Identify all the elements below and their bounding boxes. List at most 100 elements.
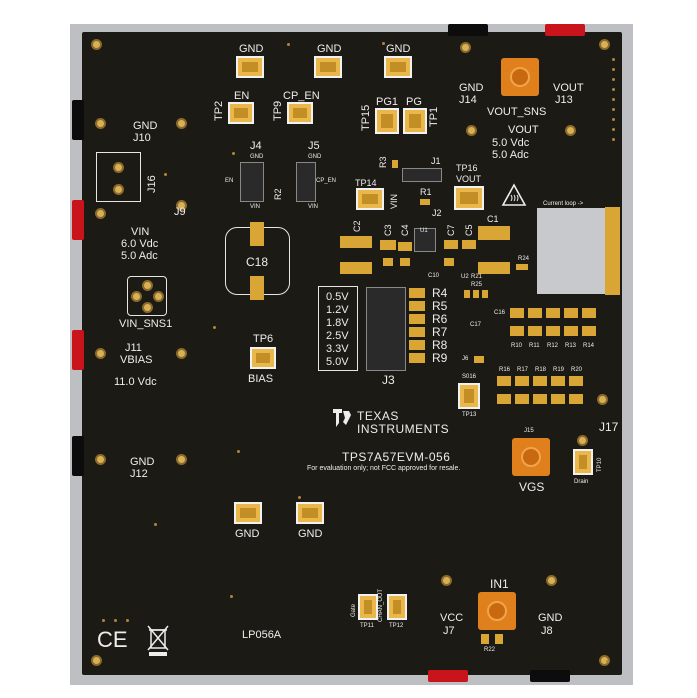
j12-net-label: GND — [130, 456, 155, 468]
j4-ref-label: J4 — [250, 140, 262, 152]
hole-left-3 — [95, 348, 106, 359]
r-array-1-e — [582, 308, 596, 318]
j5-header[interactable] — [296, 162, 316, 202]
gnd-label-1: GND — [239, 43, 264, 55]
hole-r-array — [597, 394, 608, 405]
u1-chip — [414, 228, 436, 252]
ti-logo-text-2: Instruments — [357, 422, 450, 436]
j6-pad — [474, 356, 484, 363]
c16-label: C16 — [494, 310, 506, 316]
tp15-testpoint[interactable] — [375, 108, 399, 134]
s016-label: S016 — [462, 374, 477, 380]
tp1-ref-label: TP1 — [428, 106, 440, 127]
j10-net-label: GND — [133, 120, 158, 132]
vin-voltage-label: 6.0 Vdc — [121, 238, 159, 250]
tp10-label: TP10 — [597, 457, 603, 472]
banana-jack-j7[interactable] — [428, 670, 468, 682]
banana-jack-vin[interactable] — [72, 200, 84, 240]
vin-sns-outline — [127, 276, 167, 316]
via-2 — [287, 43, 290, 46]
j1-label: J1 — [431, 156, 441, 166]
c17-label: C17 — [470, 322, 482, 328]
tp12-testpoint[interactable] — [387, 594, 407, 620]
gnd-testpoint-2[interactable] — [314, 56, 342, 78]
j5-bottom-label: VIN — [308, 204, 319, 210]
r10-label: R10 — [511, 343, 523, 349]
j7-net-label: VCC — [440, 612, 464, 624]
current-loop-cutout — [537, 208, 605, 294]
tp13-testpoint[interactable] — [458, 383, 480, 409]
vout-voltage-label: 5.0 Vdc — [492, 137, 530, 149]
binding-post-vout-sns[interactable] — [501, 58, 539, 96]
c17-pad-3 — [482, 290, 488, 298]
r9-label: R9 — [432, 351, 448, 365]
vin-sns-pin-4 — [142, 302, 153, 313]
j4-top-label: GND — [250, 154, 264, 160]
r8-label: R8 — [432, 338, 448, 352]
j1-header[interactable] — [402, 168, 442, 182]
gnd-label-2: GND — [317, 43, 342, 55]
r11-label: R11 — [529, 343, 540, 349]
gnd-testpoint-1[interactable] — [236, 56, 264, 78]
tp9-ref-label: TP9 — [272, 100, 284, 121]
j4-header[interactable] — [240, 162, 264, 202]
tp9-testpoint[interactable] — [287, 102, 313, 124]
j13-net-label: VOUT — [553, 82, 584, 94]
u1-label: U1 — [420, 228, 428, 234]
hole-7 — [565, 125, 576, 136]
tp15-net-label: PG1 — [376, 96, 399, 108]
c1-pad-2 — [478, 262, 510, 274]
ce-mark: CE — [97, 627, 128, 652]
j5-pin-label: CP_EN — [316, 178, 337, 184]
r-array-1-c — [546, 308, 560, 318]
gnd-label-4: GND — [235, 528, 260, 540]
tp16-testpoint[interactable] — [454, 186, 484, 210]
r24-pad — [516, 264, 528, 270]
j3-header[interactable] — [366, 287, 406, 371]
tp1-testpoint[interactable] — [403, 108, 427, 134]
banana-jack-j13[interactable] — [545, 24, 585, 36]
c1-pad-1 — [478, 226, 510, 240]
vin-sns-pin-2 — [131, 291, 142, 302]
binding-post-in1[interactable] — [478, 592, 516, 630]
c2-pad-1 — [340, 236, 372, 248]
r4-pad — [409, 288, 425, 298]
via-6 — [154, 523, 157, 526]
tp2-testpoint[interactable] — [228, 102, 254, 124]
r13-label: R13 — [565, 343, 577, 349]
via-11 — [298, 496, 301, 499]
j17-label: J17 — [599, 420, 619, 434]
banana-jack-j14[interactable] — [448, 24, 488, 36]
vsel-1: 1.2V — [326, 304, 349, 316]
mounting-hole-tl — [91, 39, 102, 50]
via-15 — [612, 78, 615, 81]
gnd-label-5: GND — [298, 528, 323, 540]
gnd-testpoint-4[interactable] — [234, 502, 262, 524]
tp11-testpoint[interactable] — [358, 594, 378, 620]
tp6-testpoint[interactable] — [250, 347, 276, 369]
tp10-testpoint[interactable] — [573, 449, 593, 475]
binding-post-vgs[interactable] — [512, 438, 550, 476]
banana-jack-j8[interactable] — [530, 670, 570, 682]
r-array-1-b — [528, 308, 542, 318]
banana-jack-vbias[interactable] — [72, 330, 84, 370]
vin-name-label: VIN — [131, 226, 150, 238]
mounting-hole-bl — [91, 655, 102, 666]
r1-pad — [420, 199, 430, 205]
c10-label: C10 — [428, 273, 440, 279]
r8-pad — [409, 340, 425, 350]
vout-sns-label: VOUT_SNS — [487, 106, 547, 118]
hole-left-1 — [95, 118, 106, 129]
r22-pad-1 — [481, 634, 489, 644]
gnd-testpoint-3[interactable] — [384, 56, 412, 78]
r5-pad — [409, 301, 425, 311]
tp14-testpoint[interactable] — [356, 188, 384, 210]
r2-label: R2 — [273, 188, 283, 200]
gnd-testpoint-5[interactable] — [296, 502, 324, 524]
banana-jack-j12[interactable] — [72, 436, 84, 476]
u2-label: U2 — [461, 274, 469, 280]
r19-label: R19 — [553, 367, 565, 373]
r-array-2-i — [551, 394, 565, 404]
banana-jack-j10[interactable] — [72, 100, 84, 140]
via-3 — [232, 152, 235, 155]
